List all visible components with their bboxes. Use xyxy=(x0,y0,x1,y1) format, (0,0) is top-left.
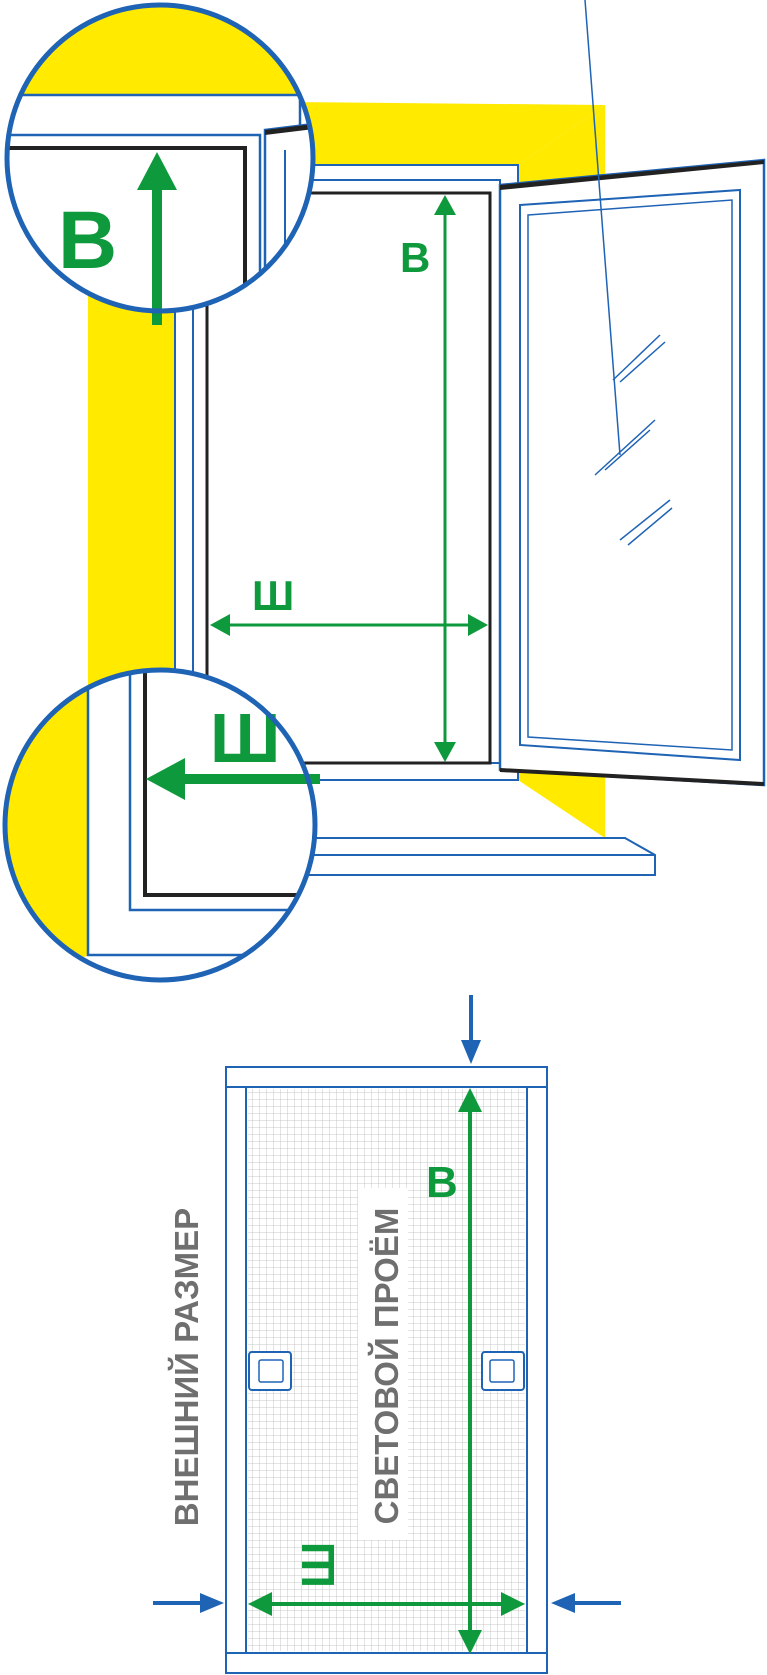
light-opening-seal xyxy=(205,191,492,765)
pointer-arrow-left xyxy=(153,1593,224,1613)
height-label: В xyxy=(400,234,430,281)
zoom-height-arrow xyxy=(137,152,177,325)
width-label: Ш xyxy=(252,572,294,619)
screen-width-arrow xyxy=(248,1592,525,1616)
light-opening-label-bg xyxy=(358,1188,408,1540)
outer-size-label: ВНЕШНИЙ РАЗМЕР xyxy=(167,1208,205,1526)
zoom-width-label: Ш xyxy=(210,699,280,777)
mounting-clip-left xyxy=(248,1351,292,1391)
open-sash xyxy=(498,158,766,787)
light-opening-label: СВЕТОВОЙ ПРОЁМ xyxy=(367,1208,405,1525)
open-sash-glass xyxy=(527,199,733,751)
open-sash-edge-bottom xyxy=(500,768,764,786)
window-sill xyxy=(299,837,656,876)
open-sash-inner xyxy=(519,188,741,762)
pointer-arrow-right xyxy=(551,1593,621,1613)
screen-width-label: Ш xyxy=(292,1542,344,1588)
glass-highlights xyxy=(584,0,673,546)
screen-height-arrow xyxy=(458,1088,482,1654)
zoom-width-arrow xyxy=(146,758,320,800)
open-sash-edge xyxy=(500,160,764,190)
mounting-clip-right xyxy=(481,1351,525,1391)
screen-height-label: В xyxy=(426,1158,458,1207)
pointer-arrow-top xyxy=(461,995,481,1064)
mosquito-screen: СВЕТОВОЙ ПРОЁМ ВНЕШНИЙ РАЗМЕР В Ш xyxy=(153,995,621,1674)
zoom-height-label: В xyxy=(58,195,117,286)
width-arrow xyxy=(210,614,488,636)
height-arrow xyxy=(434,195,456,762)
